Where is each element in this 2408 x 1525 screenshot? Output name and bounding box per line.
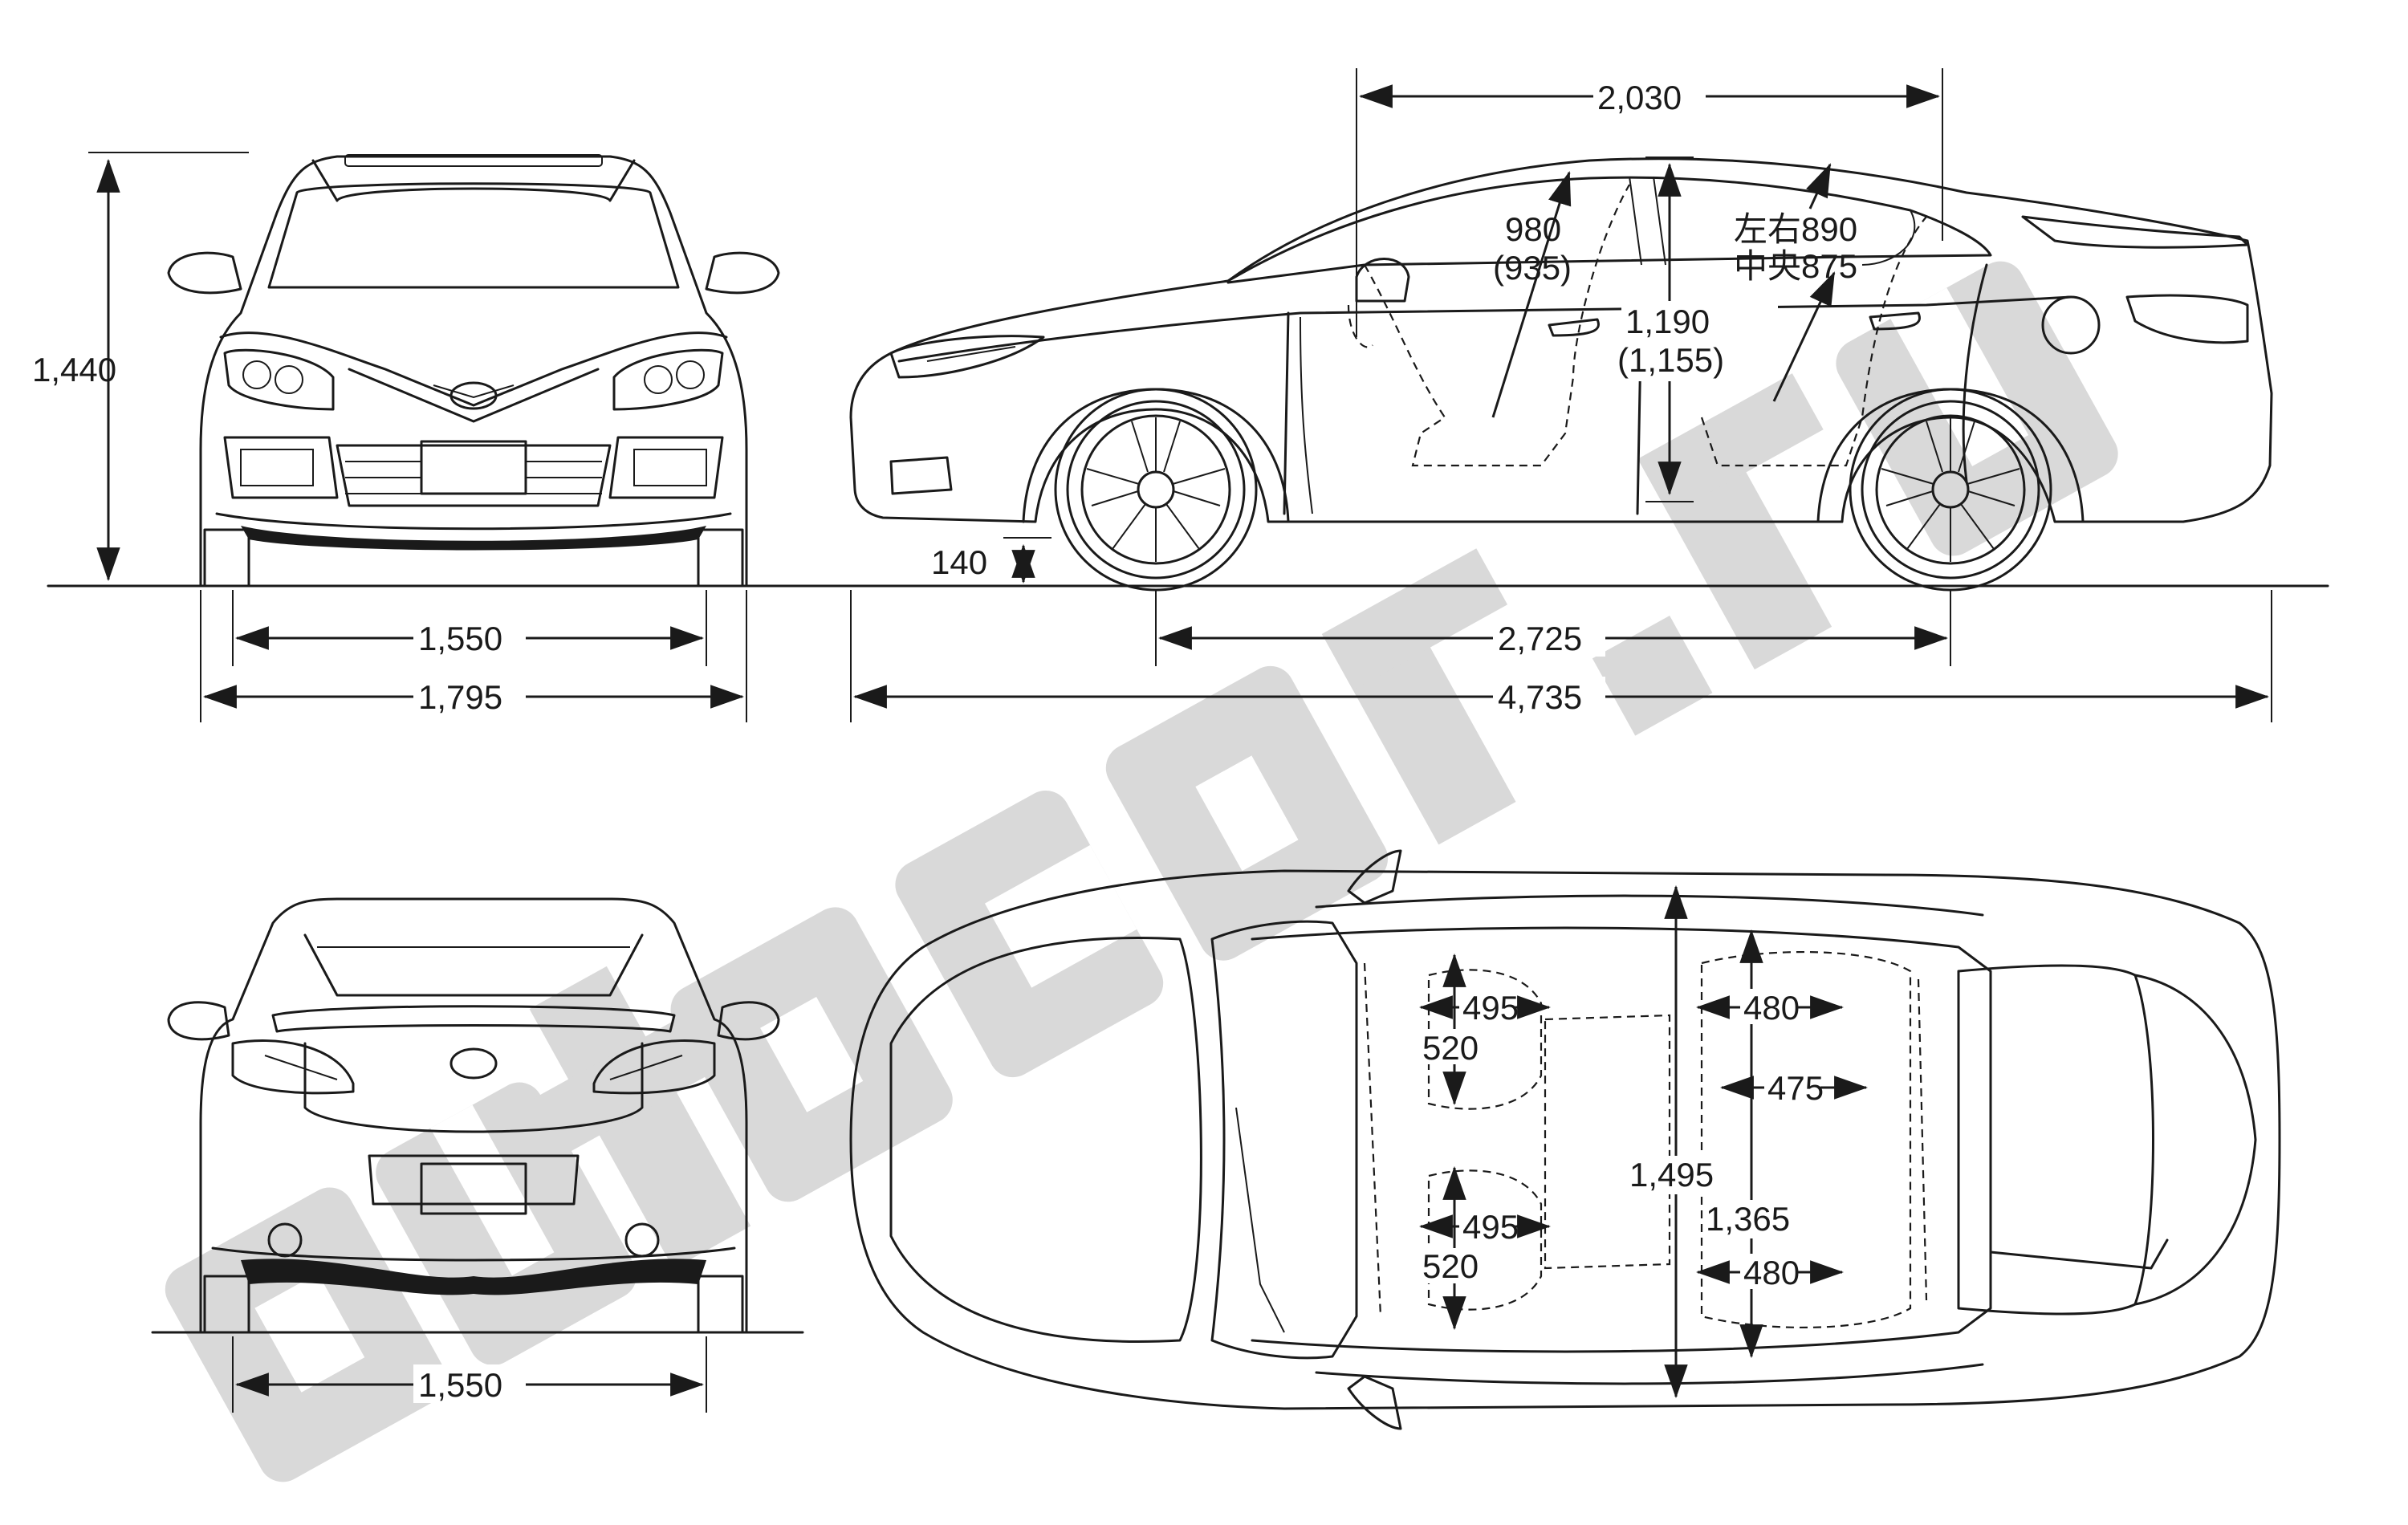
top-front-seat-upper: 495 520 — [1418, 953, 1552, 1106]
rear-track-label: 1,550 — [418, 1366, 502, 1404]
ground-clearance-dimension: 140 — [931, 537, 1051, 584]
top-front-seat-lower: 495 520 — [1418, 1165, 1552, 1331]
top-front-shoulder: 1,495 — [1629, 885, 1726, 1399]
front-height-label: 1,440 — [32, 351, 116, 388]
front-seat-depth-lower: 520 — [1422, 1247, 1479, 1285]
front-seat-depth-upper: 520 — [1422, 1029, 1479, 1067]
front-view — [167, 154, 780, 588]
front-seat-width-lower: 495 — [1462, 1208, 1519, 1246]
front-headroom-annotation: 980 (935) — [1491, 170, 1572, 418]
rear-shoulder-label: 1,365 — [1706, 1200, 1790, 1238]
rear-track-dimension: 1,550 — [232, 1336, 707, 1413]
side-2030-label: 2,030 — [1597, 79, 1682, 116]
side-view — [849, 157, 2273, 592]
side-2030-dimension: 2,030 — [1356, 68, 1943, 337]
rear-headroom-lr-label: 左右890 — [1734, 210, 1857, 248]
front-license-plate — [420, 440, 527, 495]
ground-clearance-label: 140 — [931, 543, 987, 581]
rear-headroom-annotation: 左右890 中央875 — [1734, 163, 1857, 402]
top-rear-center: 475 — [1719, 1069, 1869, 1107]
rear-license-plate — [420, 1162, 527, 1215]
front-track-label: 1,550 — [418, 620, 502, 657]
rear-view — [151, 897, 804, 1334]
front-track-dimension: 1,550 — [232, 590, 707, 666]
watermark — [165, 261, 2118, 1482]
top-rear-seat-lower: 480 — [1695, 1254, 1845, 1291]
top-rear-seat-upper: 480 — [1695, 989, 1845, 1027]
interior-height-dimension: 1,190 (1,155) — [1617, 157, 1778, 502]
top-view — [849, 849, 2281, 1430]
front-headroom-alt-label: (935) — [1493, 249, 1572, 287]
rear-center-label: 475 — [1767, 1069, 1824, 1107]
wheelbase-label: 2,725 — [1498, 620, 1582, 657]
interior-height-alt-label: (1,155) — [1617, 341, 1724, 379]
front-width-label: 1,795 — [418, 678, 502, 716]
rear-headroom-center-label: 中央875 — [1734, 247, 1857, 285]
rear-seat-width-upper: 480 — [1743, 989, 1800, 1027]
rear-seat-width-lower: 480 — [1743, 1254, 1800, 1291]
front-shoulder-label: 1,495 — [1629, 1156, 1714, 1194]
front-headroom-label: 980 — [1505, 210, 1561, 248]
length-dimension: 4,735 — [850, 590, 2272, 722]
front-wheel — [1054, 388, 1258, 592]
top-rear-shoulder: 1,365 — [1706, 929, 1802, 1359]
interior-height-label: 1,190 — [1625, 303, 1710, 340]
length-label: 4,735 — [1498, 678, 1582, 716]
wheelbase-dimension: 2,725 — [1155, 590, 1951, 666]
front-height-dimension: 1,440 — [32, 152, 249, 582]
front-seat-width-upper: 495 — [1462, 989, 1519, 1027]
front-width-dimension: 1,795 — [200, 590, 747, 722]
